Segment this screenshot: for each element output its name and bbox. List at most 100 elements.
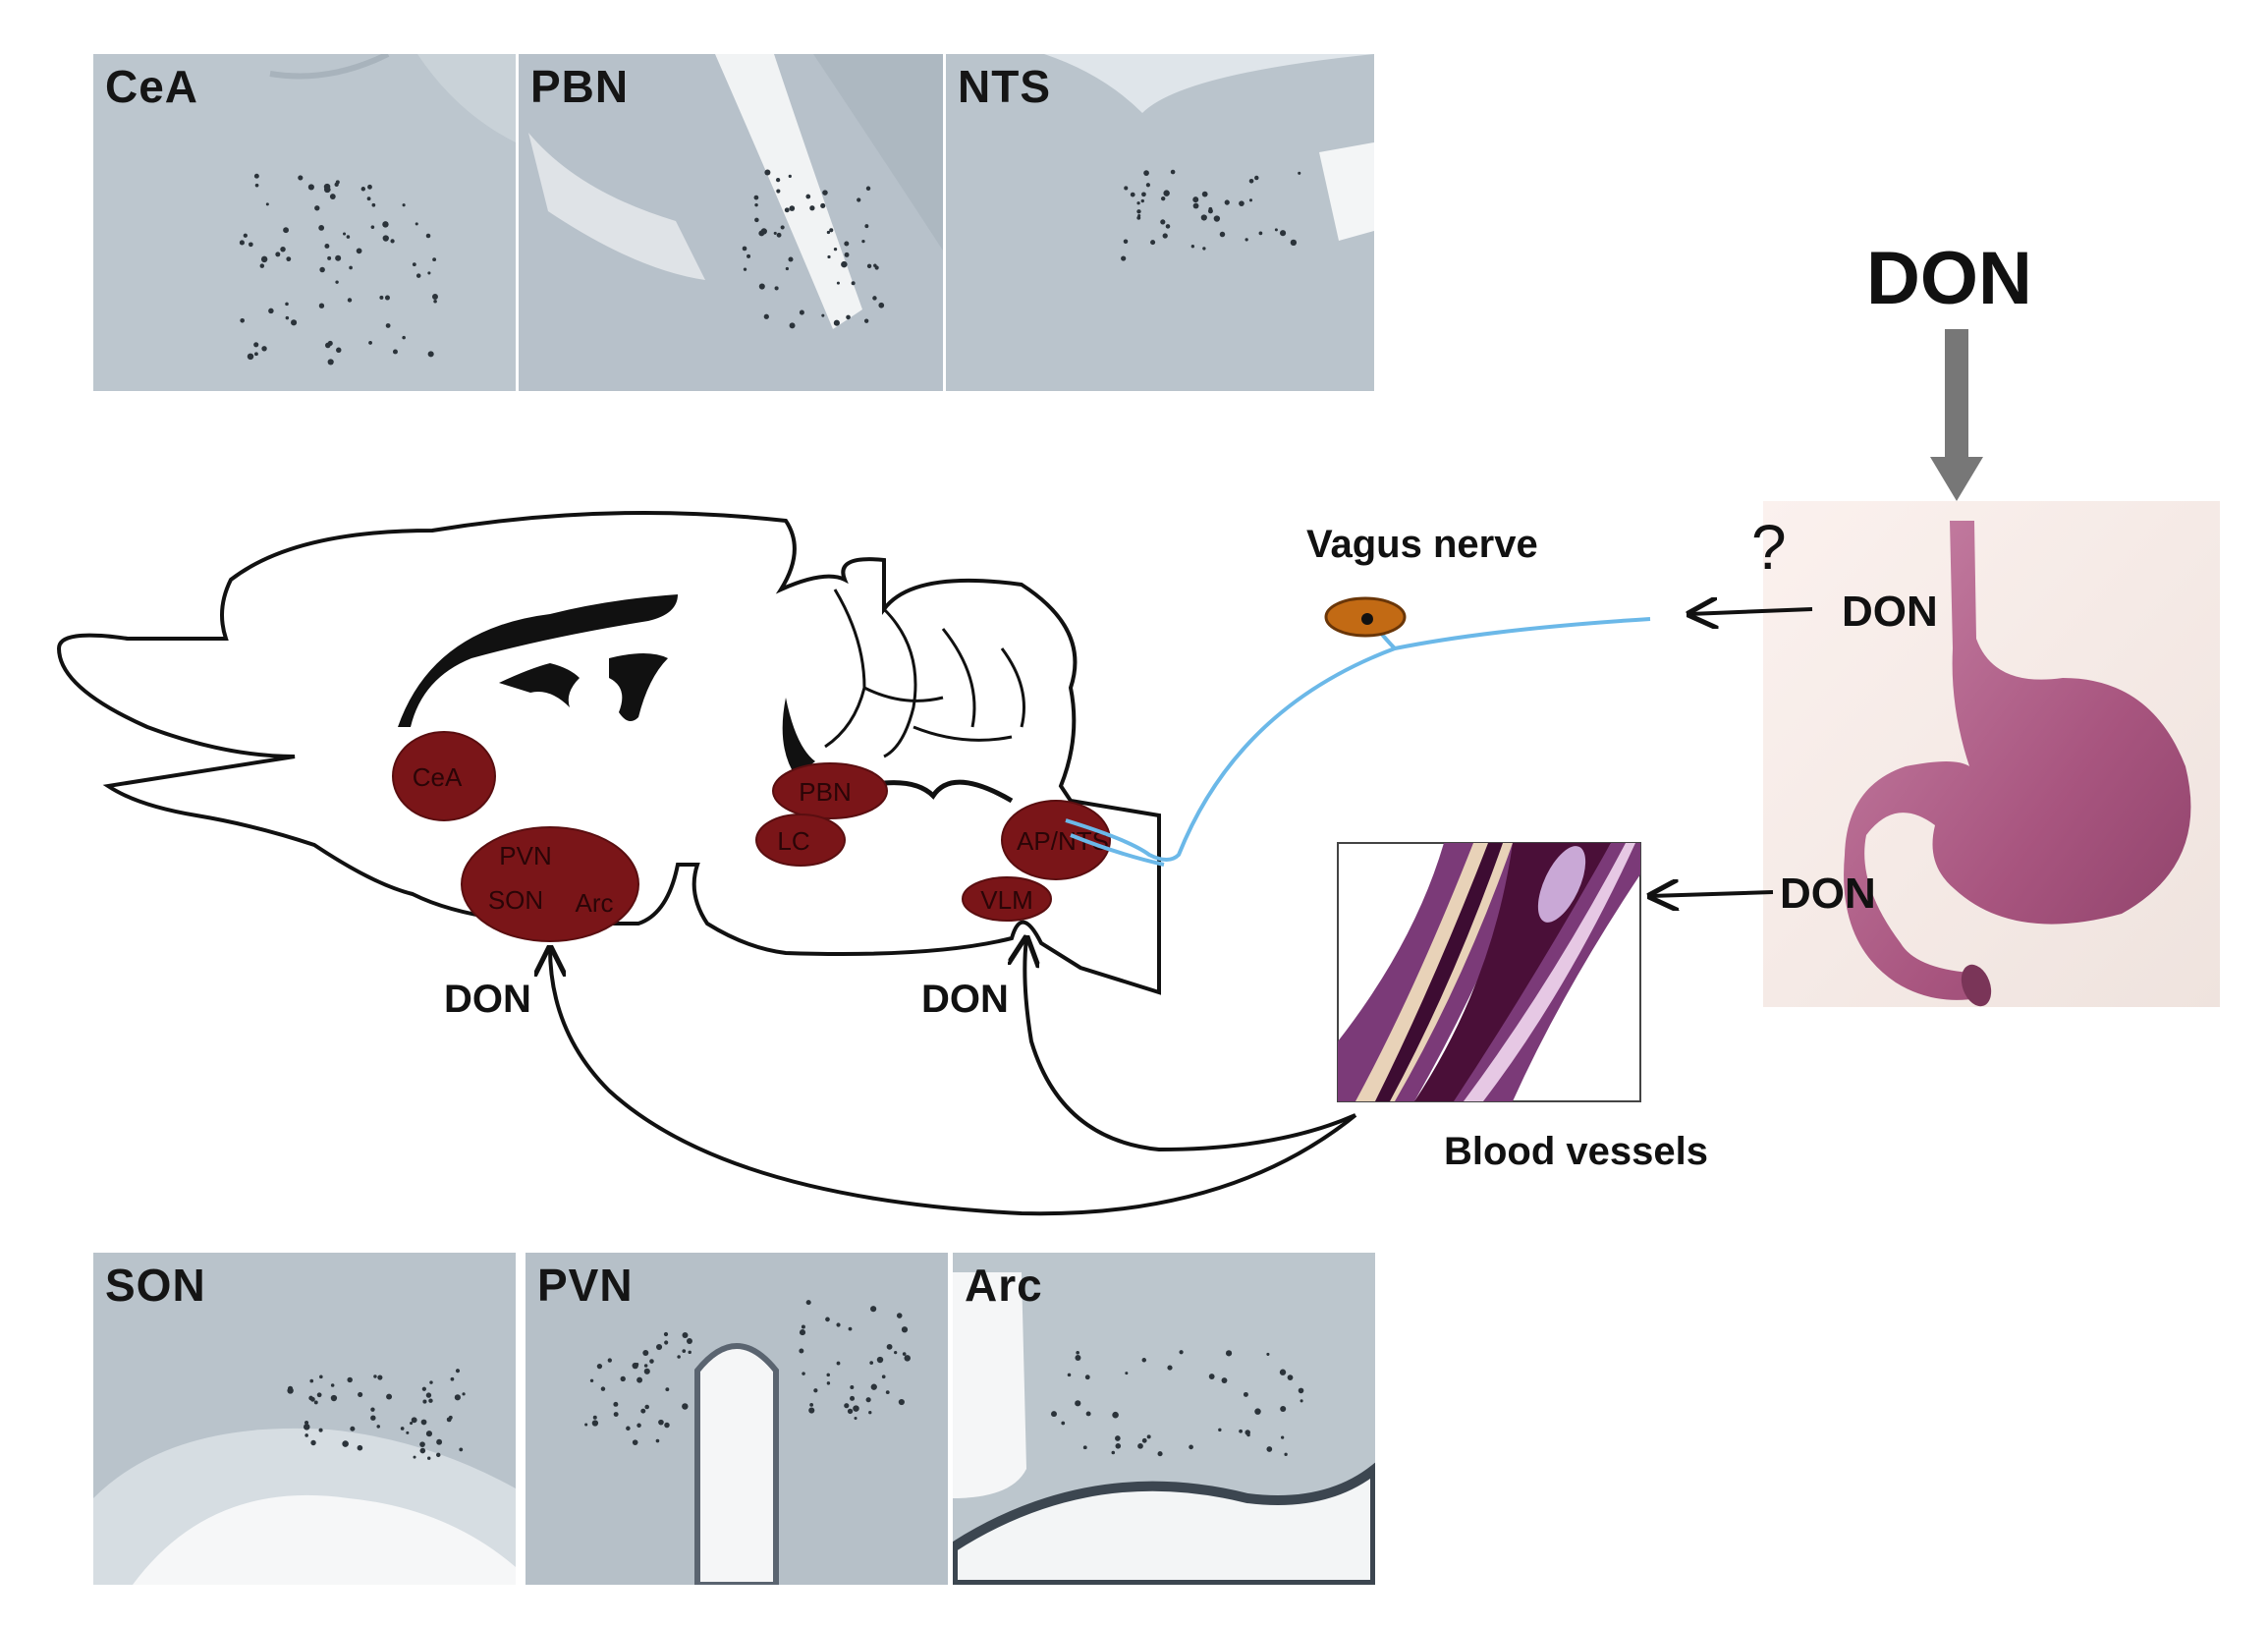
stained-cell <box>878 302 885 309</box>
stained-cell <box>776 189 781 194</box>
micrograph-panel-cea: CeA <box>93 54 516 391</box>
stained-cell <box>249 242 253 248</box>
stained-cell <box>821 313 825 317</box>
stained-cell <box>844 252 850 257</box>
stained-cell <box>319 1375 323 1379</box>
question-mark: ? <box>1751 512 1787 583</box>
stained-cell <box>640 1408 646 1414</box>
stained-cell <box>370 1407 375 1412</box>
stained-cell <box>780 225 785 230</box>
stained-cell <box>316 1392 322 1398</box>
stained-cell <box>1157 1451 1163 1457</box>
stained-cell <box>240 317 246 323</box>
stained-cell <box>864 224 869 229</box>
stained-cell <box>636 1376 643 1383</box>
gray-arrow-head <box>1930 457 1983 501</box>
cerebellum <box>824 589 1025 758</box>
stained-cell <box>1274 228 1278 232</box>
micrograph-panel-pbn: PBN <box>519 54 943 391</box>
stained-cell <box>760 228 767 235</box>
stained-cell <box>808 1407 815 1414</box>
stained-cell <box>330 1383 335 1387</box>
stained-cell <box>655 1438 660 1443</box>
stained-cell <box>436 1452 441 1458</box>
stained-cell <box>626 1426 631 1431</box>
stained-cell <box>1200 214 1207 221</box>
stained-cell <box>239 240 245 246</box>
ventricle <box>499 663 580 707</box>
region-label-pbn: PBN <box>799 777 851 807</box>
stained-cell <box>243 233 248 238</box>
brain-regions <box>392 731 1111 942</box>
stained-cell <box>829 228 834 233</box>
corpus-callosum <box>398 594 678 727</box>
stained-cell <box>743 267 747 271</box>
stained-cell <box>350 1426 356 1431</box>
region-label-vlm: VLM <box>980 885 1032 915</box>
stained-cell <box>1076 1350 1079 1355</box>
stained-cell <box>802 1372 805 1375</box>
region-lc <box>755 814 846 867</box>
stained-cell <box>450 1376 455 1381</box>
don-top-label: DON <box>1866 237 2032 320</box>
stained-cell <box>836 1361 841 1366</box>
stained-cell <box>370 225 375 229</box>
stained-cell <box>1061 1421 1066 1426</box>
stained-cell <box>876 1356 884 1364</box>
stained-cell <box>309 1378 314 1383</box>
stained-cell <box>1130 192 1135 197</box>
stained-cell <box>342 1440 349 1447</box>
stained-cell <box>1219 231 1226 238</box>
stained-cell <box>788 256 794 262</box>
panel-label: CeA <box>105 61 199 112</box>
tissue-texture <box>526 1253 948 1585</box>
stained-cell <box>304 1420 309 1426</box>
stained-cell <box>788 174 792 179</box>
stained-cell <box>400 1427 405 1431</box>
stained-cell <box>366 196 371 201</box>
stained-cell <box>1111 1450 1116 1455</box>
don-blood-label: DON <box>1780 870 1876 918</box>
stained-cell <box>820 202 826 209</box>
stained-cell <box>429 1380 433 1384</box>
stained-cell <box>754 217 759 223</box>
stained-cell <box>584 1423 588 1427</box>
stained-cell <box>384 295 390 301</box>
stained-cell <box>643 1368 650 1375</box>
stained-cell <box>373 1375 377 1378</box>
stained-cell <box>747 253 751 258</box>
stained-cell <box>1284 1452 1288 1457</box>
stained-cell <box>764 169 771 176</box>
stained-cell <box>419 1447 426 1454</box>
don-brain-left-label: DON <box>444 978 531 1021</box>
stained-cell <box>420 1419 427 1426</box>
stained-cell <box>1189 1444 1193 1450</box>
stained-cell <box>1243 1391 1248 1397</box>
stained-cell <box>827 254 831 259</box>
stained-cell <box>1145 183 1150 188</box>
stained-cell <box>1290 239 1298 247</box>
stained-cell <box>1150 240 1156 246</box>
stained-cell <box>319 266 325 273</box>
stained-cell <box>268 308 274 314</box>
stained-cell <box>419 1441 425 1448</box>
stained-cell <box>382 221 389 228</box>
region-label-son: SON <box>488 885 543 915</box>
stained-cell <box>682 1332 689 1339</box>
tissue-texture <box>519 54 943 391</box>
stained-cell <box>872 296 877 301</box>
stained-cell <box>436 1438 443 1445</box>
stained-cell <box>261 346 267 352</box>
stained-cell <box>868 1411 872 1415</box>
stained-cell <box>886 1343 893 1350</box>
stained-cell <box>313 1400 318 1405</box>
stained-cell <box>459 1447 464 1452</box>
stained-cell <box>304 1433 308 1437</box>
stained-cell <box>1287 1375 1294 1381</box>
stained-cell <box>334 182 339 187</box>
stained-cell <box>1246 1432 1250 1437</box>
stained-cell <box>636 1423 641 1429</box>
stained-cell <box>592 1415 597 1420</box>
stained-cell <box>870 1383 877 1390</box>
brainstem-line <box>863 779 1014 804</box>
